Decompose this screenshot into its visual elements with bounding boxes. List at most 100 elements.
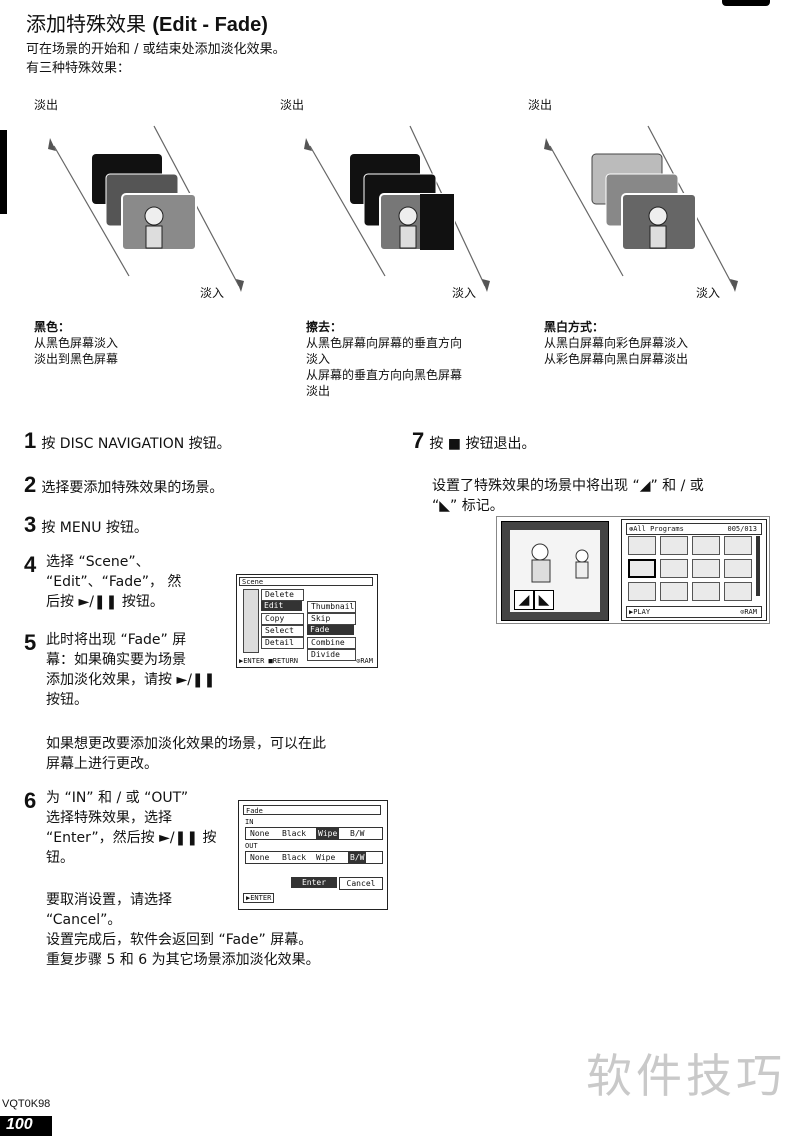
out-option-bw[interactable]: B/W [348, 852, 367, 863]
step-text: 按 ■ 按钮退出。 [429, 436, 536, 452]
preview-image: ◢ ◣ [510, 530, 600, 612]
fade-menu-title: Fade [243, 805, 381, 815]
thumbnail-grid [628, 536, 754, 604]
scene-menu-icon-column [243, 589, 259, 653]
scene-thumbnail[interactable] [660, 582, 688, 601]
note-line: 如果想更改要添加淡化效果的场景，可以在此 [46, 736, 326, 752]
programs-title: All Programs [633, 525, 684, 533]
effect-desc-line: 淡入 [306, 352, 331, 366]
page-number: 100 [0, 1116, 52, 1136]
in-option-wipe[interactable]: Wipe [316, 828, 340, 839]
step-text: 幕：如果确实要为场景 [46, 652, 186, 668]
scene-thumbnail[interactable] [628, 559, 656, 578]
effect-wipe: 淡出 淡入 擦去： 从黑色屏幕向屏幕的垂直方向 淡入 从屏幕的垂直方向向黑色屏幕… [280, 96, 520, 398]
fade-illustration-bw [544, 125, 738, 292]
scene-thumbnail[interactable] [724, 582, 752, 601]
effect-desc-line: 从黑色屏幕淡入 [34, 336, 119, 350]
effect-bw: 淡出 淡入 黑白方式： 从黑白屏幕向彩色屏幕淡入 从彩色屏幕向黑白屏幕淡出 [528, 96, 768, 376]
scene-thumbnail[interactable] [628, 582, 656, 601]
submenu-item-thumbnail[interactable]: Thumbnail [307, 601, 356, 613]
out-option-none[interactable]: None [250, 853, 270, 862]
intro-text: 可在场景的开始和 / 或结束处添加淡化效果。 有三种特殊效果： [26, 40, 286, 78]
step-text: 按 MENU 按钮。 [41, 520, 148, 536]
fade-out-label: 淡出 [528, 98, 553, 112]
scene-menu-ram: ⊙RAM [356, 657, 373, 665]
menu-item-edit[interactable]: Edit [261, 601, 302, 611]
step-text: 添加淡化效果，请按 ►/❚❚ [46, 672, 216, 688]
effect-desc-line: 从彩色屏幕向黑白屏幕淡出 [544, 352, 689, 366]
scene-menu-footer: ▶ENTER ■RETURN [239, 657, 299, 665]
in-option-none[interactable]: None [250, 829, 270, 838]
scene-thumbnail[interactable] [724, 536, 752, 555]
step-text: 选择 “Scene”、 [46, 554, 150, 570]
fade-menu-footer: ▶ENTER [243, 893, 275, 903]
effect-desc-line: 从黑白屏幕向彩色屏幕淡入 [544, 336, 689, 350]
intro-line-2: 有三种特殊效果： [26, 61, 131, 76]
intro-line-1: 可在场景的开始和 / 或结束处添加淡化效果。 [26, 42, 286, 57]
step-text: 钮。 [46, 850, 74, 866]
step-number: 7 [412, 428, 425, 453]
step-2: 2 选择要添加特殊效果的场景。 [24, 472, 223, 498]
note-line: 重复步骤 5 和 6 为其它场景添加淡化效果。 [46, 952, 320, 968]
in-options: None Black Wipe B/W [245, 827, 383, 840]
programs-footer: ▶PLAY ⊙RAM [626, 606, 762, 618]
scene-menu-screen: Scene Delete Edit Copy Select Detail Thu… [236, 574, 378, 668]
menu-item-detail[interactable]: Detail [261, 637, 304, 649]
scene-thumbnail[interactable] [660, 536, 688, 555]
step-number: 2 [24, 472, 37, 497]
step-text: 后按 ►/❚❚ 按钮。 [46, 594, 164, 610]
footer-ram: RAM [360, 657, 373, 665]
submenu-item-skip[interactable]: Skip [307, 613, 356, 625]
note-line: 屏幕上进行更改。 [46, 756, 158, 772]
step-number: 6 [24, 788, 37, 813]
step-number: 5 [24, 630, 37, 655]
ram-label: RAM [744, 608, 757, 616]
menu-item-select[interactable]: Select [261, 625, 304, 637]
fade-menu-screen: Fade IN None Black Wipe B/W OUT None Bla… [238, 800, 388, 910]
scene-thumbnail[interactable] [692, 582, 720, 601]
effect-desc-line: 从屏幕的垂直方向向黑色屏幕 [306, 368, 463, 382]
out-option-black[interactable]: Black [282, 853, 307, 862]
submenu-item-combine[interactable]: Combine [307, 637, 356, 649]
note-line: 设置完成后，软件会返回到 “Fade” 屏幕。 [46, 932, 313, 948]
fade-in-mark-icon: ◢ [514, 590, 534, 610]
step-5: 5 此时将出现 “Fade” 屏 幕：如果确实要为场景 添加淡化效果，请按 ►/… [24, 630, 234, 710]
scene-thumbnail[interactable] [628, 536, 656, 555]
model-code: VQT0K98 [2, 1098, 51, 1110]
scene-thumbnail[interactable] [724, 559, 752, 578]
submenu-item-divide[interactable]: Divide [307, 649, 356, 661]
watermark: 软件技巧 [586, 1049, 786, 1103]
out-label: OUT [245, 842, 258, 850]
menu-item-copy[interactable]: Copy [261, 613, 304, 625]
out-option-wipe[interactable]: Wipe [316, 853, 336, 862]
note-line: “Cancel”。 [46, 912, 122, 928]
scene-thumbnail[interactable] [660, 559, 688, 578]
step-3: 3 按 MENU 按钮。 [24, 512, 148, 538]
scrollbar[interactable] [756, 536, 760, 596]
step-text: “Edit”、“Fade”， 然 [46, 574, 182, 590]
step-text: 按钮。 [46, 692, 88, 708]
menu-item-delete[interactable]: Delete [261, 589, 304, 601]
fade-out-label: 淡出 [34, 98, 59, 112]
in-option-bw[interactable]: B/W [350, 829, 365, 838]
in-label: IN [245, 818, 254, 826]
step-text: 此时将出现 “Fade” 屏 [46, 632, 187, 648]
step-text: 选择特殊效果，选择 [46, 810, 172, 826]
step-6: 6 为 “IN” 和 / 或 “OUT” 选择特殊效果，选择 “Enter”，然… [24, 788, 234, 868]
cancel-button[interactable]: Cancel [339, 877, 383, 890]
scene-thumbnail[interactable] [692, 536, 720, 555]
scene-thumbnail[interactable] [692, 559, 720, 578]
effect-desc-line: 淡出 [306, 384, 331, 398]
step-text: 按 DISC NAVIGATION 按钮。 [41, 436, 231, 452]
corner-tab [722, 0, 770, 6]
step-text: 为 “IN” 和 / 或 “OUT” [46, 790, 189, 806]
section-edge-tab [0, 130, 7, 214]
step-7-screens: ◢ ◣ ⊛All Programs 005/013 ▶PLAY ⊙RAM [496, 516, 770, 624]
enter-button[interactable]: Enter [291, 877, 337, 888]
step-text: 选择要添加特殊效果的场景。 [41, 480, 224, 496]
in-option-black[interactable]: Black [282, 829, 307, 838]
step-6-notes: 要取消设置，请选择 “Cancel”。 设置完成后，软件会返回到 “Fade” … [46, 890, 320, 970]
submenu-item-fade[interactable]: Fade [307, 625, 354, 635]
fade-in-label: 淡入 [696, 286, 721, 300]
effect-desc-line: 淡出到黑色屏幕 [34, 352, 119, 366]
